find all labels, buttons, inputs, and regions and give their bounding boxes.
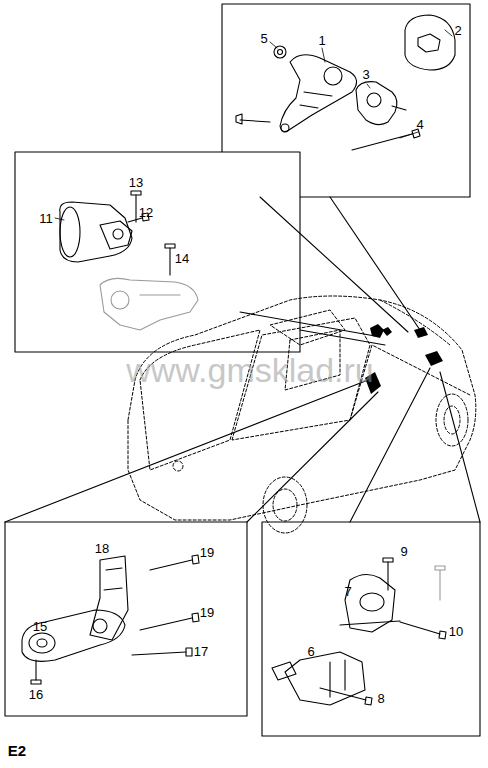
callout-number: 13 xyxy=(129,176,143,189)
bolt-ghost xyxy=(435,566,445,600)
callout-number: 8 xyxy=(377,692,384,705)
callout-number: 1 xyxy=(318,34,325,47)
mount-highlight xyxy=(365,324,443,394)
bolt xyxy=(400,622,446,639)
callout-number: 17 xyxy=(194,645,208,658)
bolt xyxy=(383,558,393,590)
callout-number: 10 xyxy=(449,625,463,638)
callout-number: 19 xyxy=(200,546,214,559)
callout-number: 12 xyxy=(139,206,153,219)
car-outline xyxy=(128,296,476,533)
callout-number: 11 xyxy=(39,212,53,225)
callout-number: 7 xyxy=(344,585,351,598)
bolt xyxy=(320,688,372,705)
callout-number: 18 xyxy=(95,542,109,555)
callout-number: 15 xyxy=(33,620,47,633)
detail-panel xyxy=(262,522,480,736)
callout-number: 5 xyxy=(260,32,267,45)
figure-code: E2 xyxy=(8,743,26,758)
mount-carrier-ghost xyxy=(100,278,198,330)
callout-number: 16 xyxy=(29,688,43,701)
callout-number: 9 xyxy=(400,545,407,558)
bushing xyxy=(274,46,286,58)
bolt xyxy=(165,244,175,275)
detail-panel xyxy=(5,522,247,716)
torque-rod xyxy=(22,556,128,661)
panel-leader xyxy=(5,197,480,522)
detail-panel xyxy=(15,152,300,352)
mount-bracket xyxy=(272,652,365,705)
hydro-mount xyxy=(405,15,455,70)
callout-number: 6 xyxy=(307,645,314,658)
bolt xyxy=(140,613,199,630)
callout-number: 19 xyxy=(200,606,214,619)
rubber-mount xyxy=(356,82,406,125)
callout-number: 2 xyxy=(454,24,461,37)
transmission-mount xyxy=(60,202,132,262)
bolt xyxy=(150,555,199,570)
leader-line xyxy=(55,30,452,220)
engine-mount-bracket xyxy=(236,55,357,132)
watermark: www.gmsklad.ru xyxy=(126,353,374,387)
bolt xyxy=(352,129,420,150)
callout-number: 3 xyxy=(362,68,369,81)
callout-number: 4 xyxy=(416,118,423,131)
callout-number: 14 xyxy=(175,252,189,265)
bolt xyxy=(31,660,41,684)
gearbox-mount xyxy=(340,574,400,632)
bolt xyxy=(132,648,192,656)
